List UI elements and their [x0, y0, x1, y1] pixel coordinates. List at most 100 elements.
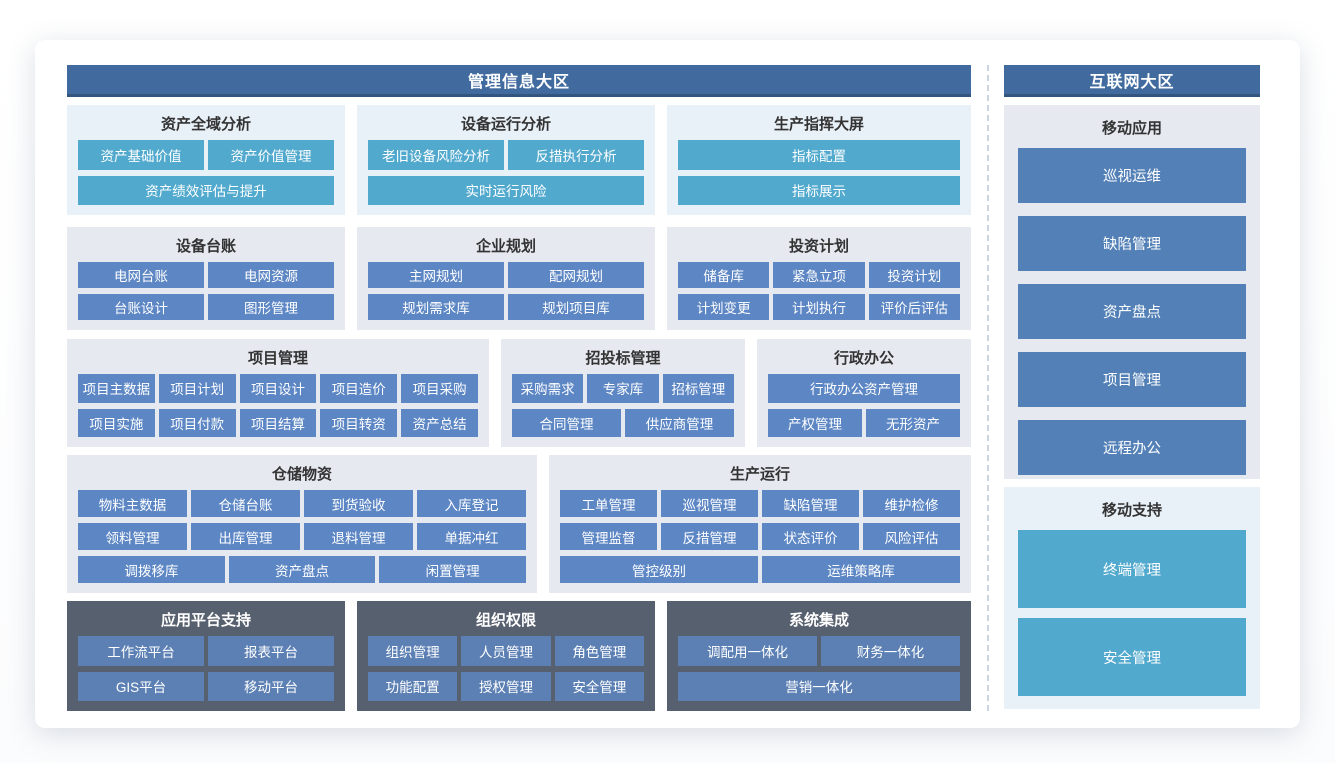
module-button[interactable]: 角色管理	[554, 636, 644, 666]
module-button[interactable]: 安全管理	[554, 671, 644, 701]
management-info-zone-header: 管理信息大区	[67, 65, 971, 97]
module-button[interactable]: 供应商管理	[625, 408, 734, 437]
module-button[interactable]: 人员管理	[461, 636, 551, 666]
app-button[interactable]: 远程办公	[1018, 420, 1246, 475]
app-button[interactable]: 缺陷管理	[1018, 216, 1246, 271]
module-button[interactable]: 指标配置	[678, 140, 960, 170]
module-button[interactable]: 领料管理	[78, 523, 187, 550]
module-button[interactable]: 缺陷管理	[762, 490, 859, 517]
module-button[interactable]: 资产盘点	[228, 556, 376, 583]
module-button[interactable]: 投资计划	[868, 262, 960, 288]
module-button[interactable]: 实时运行风险	[368, 175, 644, 205]
module-button[interactable]: 资产总结	[401, 408, 478, 437]
module-button[interactable]: 状态评价	[762, 523, 859, 550]
module-button[interactable]: 财务一体化	[821, 636, 960, 666]
module-button[interactable]: 采购需求	[512, 374, 584, 403]
module-button[interactable]: 规划项目库	[508, 294, 644, 320]
module-button[interactable]: 授权管理	[461, 671, 551, 701]
module-button[interactable]: 项目造价	[320, 374, 398, 403]
button-row: 工单管理巡视管理缺陷管理维护检修	[560, 490, 960, 517]
app-button[interactable]: 终端管理	[1018, 530, 1246, 608]
module-button[interactable]: 项目实施	[78, 408, 155, 437]
module-button[interactable]: 工单管理	[560, 490, 657, 517]
module-button[interactable]: 反措执行分析	[508, 140, 644, 170]
internet-zone-title: 互联网大区	[1089, 73, 1175, 91]
button-row: 工作流平台报表平台	[78, 636, 334, 666]
module-button[interactable]: 管控级别	[560, 556, 758, 583]
module-button[interactable]: 报表平台	[208, 636, 334, 666]
module-button[interactable]: 资产价值管理	[208, 140, 334, 170]
module-button[interactable]: 合同管理	[512, 408, 621, 437]
app-button[interactable]: 项目管理	[1018, 352, 1246, 407]
module-button[interactable]: 入库登记	[417, 490, 526, 517]
module-button[interactable]: 电网台账	[78, 262, 204, 288]
module-button[interactable]: 评价后评估	[868, 294, 960, 320]
section-title: 系统集成	[788, 612, 849, 629]
module-button[interactable]: 项目主数据	[78, 374, 155, 403]
module-button[interactable]: 行政办公资产管理	[768, 374, 960, 403]
module-button[interactable]: 资产基础价值	[78, 140, 204, 170]
module-button[interactable]: 主网规划	[368, 262, 504, 288]
module-button[interactable]: 计划执行	[773, 294, 865, 320]
internet-zone: 互联网大区 移动应用巡视运维缺陷管理资产盘点项目管理远程办公移动支持终端管理安全…	[1004, 65, 1260, 709]
section-title: 项目管理	[247, 350, 308, 367]
module-button[interactable]: 管理监督	[560, 523, 657, 550]
module-button[interactable]: 反措管理	[661, 523, 758, 550]
module-button[interactable]: 配网规划	[508, 262, 644, 288]
module-button[interactable]: 项目计划	[158, 374, 236, 403]
module-button[interactable]: 无形资产	[866, 408, 960, 437]
module-button[interactable]: 紧急立项	[773, 262, 865, 288]
module-button[interactable]: GIS平台	[78, 671, 204, 701]
module-button[interactable]: 仓储台账	[191, 490, 300, 517]
button-row: 项目主数据项目计划项目设计项目造价项目采购	[78, 374, 478, 403]
module-button[interactable]: 调配用一体化	[678, 636, 817, 666]
module-button[interactable]: 资产绩效评估与提升	[78, 175, 334, 205]
module-button[interactable]: 到货验收	[304, 490, 413, 517]
module-button[interactable]: 工作流平台	[78, 636, 204, 666]
module-button[interactable]: 老旧设备风险分析	[368, 140, 504, 170]
module-button[interactable]: 项目结算	[239, 408, 317, 437]
module-button[interactable]: 功能配置	[368, 671, 458, 701]
module-button[interactable]: 项目付款	[158, 408, 236, 437]
module-button[interactable]: 闲置管理	[379, 556, 527, 583]
button-row: 功能配置授权管理安全管理	[368, 671, 644, 701]
section: 投资计划储备库紧急立项投资计划计划变更计划执行评价后评估	[667, 227, 971, 330]
button-row: 主网规划配网规划	[368, 262, 644, 288]
module-button[interactable]: 规划需求库	[368, 294, 504, 320]
module-button[interactable]: 指标展示	[678, 175, 960, 205]
module-button[interactable]: 项目转资	[320, 408, 398, 437]
app-button[interactable]: 巡视运维	[1018, 148, 1246, 203]
module-button[interactable]: 项目采购	[401, 374, 478, 403]
module-button[interactable]: 图形管理	[208, 294, 334, 320]
module-button[interactable]: 电网资源	[208, 262, 334, 288]
module-button[interactable]: 招标管理	[662, 374, 734, 403]
module-button[interactable]: 营销一体化	[678, 671, 960, 701]
module-button[interactable]: 项目设计	[239, 374, 317, 403]
module-button[interactable]: 移动平台	[208, 671, 334, 701]
module-button[interactable]: 产权管理	[768, 408, 862, 437]
button-row: 资产绩效评估与提升	[78, 175, 334, 205]
module-button[interactable]: 组织管理	[368, 636, 458, 666]
module-button[interactable]: 运维策略库	[762, 556, 960, 583]
module-button[interactable]: 计划变更	[678, 294, 770, 320]
module-button[interactable]: 巡视管理	[661, 490, 758, 517]
button-row: 产权管理无形资产	[768, 408, 960, 437]
module-button[interactable]: 物料主数据	[78, 490, 187, 517]
module-button[interactable]: 出库管理	[191, 523, 300, 550]
app-button[interactable]: 资产盘点	[1018, 284, 1246, 339]
architecture-card: 管理信息大区 资产全域分析资产基础价值资产价值管理资产绩效评估与提升设备运行分析…	[35, 40, 1300, 728]
right-zone-panels: 移动应用巡视运维缺陷管理资产盘点项目管理远程办公移动支持终端管理安全管理	[1004, 105, 1260, 709]
module-button[interactable]: 专家库	[587, 374, 659, 403]
app-button[interactable]: 安全管理	[1018, 618, 1246, 696]
module-button[interactable]: 台账设计	[78, 294, 204, 320]
module-button[interactable]: 调拨移库	[78, 556, 225, 583]
module-button[interactable]: 储备库	[678, 262, 770, 288]
section-button-rows: 资产基础价值资产价值管理资产绩效评估与提升	[78, 140, 334, 205]
section-button-rows: 储备库紧急立项投资计划计划变更计划执行评价后评估	[678, 262, 960, 320]
module-button[interactable]: 风险评估	[863, 523, 960, 550]
module-button[interactable]: 退料管理	[304, 523, 413, 550]
management-info-zone-title: 管理信息大区	[467, 73, 570, 91]
module-button[interactable]: 单据冲红	[417, 523, 526, 550]
module-button[interactable]: 维护检修	[863, 490, 960, 517]
